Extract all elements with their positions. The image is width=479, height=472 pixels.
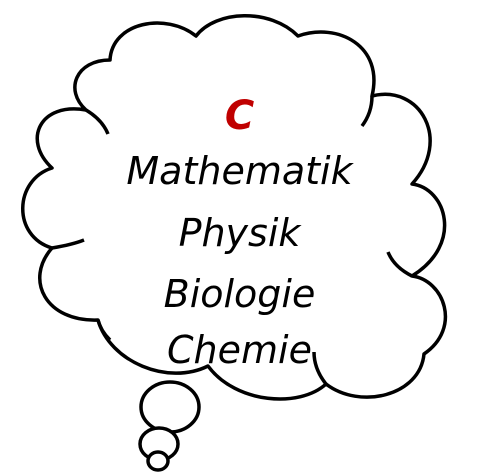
cloud-inner-curve-bottom xyxy=(96,319,112,342)
cloud-inner-curve-right xyxy=(386,251,413,278)
cloud-inner-curve-lower-left xyxy=(51,238,85,250)
subject-chemie: Chemie xyxy=(167,328,312,372)
subject-mathematik: Mathematik xyxy=(126,149,353,193)
thought-bubble-large xyxy=(139,380,201,434)
cloud-inner-curve-lower-right xyxy=(312,351,328,386)
subject-physik: Physik xyxy=(178,211,301,255)
cloud-inner-curve-left xyxy=(85,108,110,135)
cloud-outline xyxy=(21,14,448,401)
subject-biologie: Biologie xyxy=(163,272,316,316)
bubble-heading: C xyxy=(224,93,255,139)
thought-bubble-small xyxy=(146,450,170,472)
cloud-inner-curve-upper-right xyxy=(360,95,374,128)
